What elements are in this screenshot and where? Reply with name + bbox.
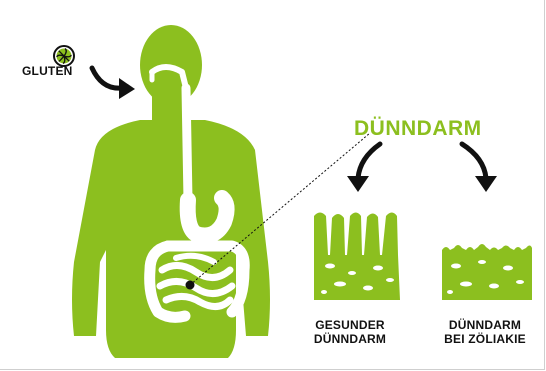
caption-celiac-line1: DÜNNDARM (430, 318, 540, 332)
caption-healthy-line1: GESUNDER (300, 318, 400, 332)
arrow-to-healthy (347, 144, 380, 192)
caption-healthy-intestine: GESUNDER DÜNNDARM (300, 318, 400, 346)
caption-healthy-line2: DÜNNDARM (300, 332, 400, 346)
caption-celiac-line2: BEI ZÖLIAKIE (430, 332, 540, 346)
gluten-icon (54, 46, 74, 66)
arrow-to-mouth (92, 68, 135, 99)
arrow-to-celiac (462, 144, 497, 192)
celiac-intestine-section (442, 244, 532, 300)
small-intestine-title: DÜNNDARM (354, 117, 482, 141)
healthy-intestine-section (314, 213, 400, 301)
caption-celiac-intestine: DÜNNDARM BEI ZÖLIAKIE (430, 318, 540, 346)
gluten-label: GLUTEN (22, 64, 73, 78)
